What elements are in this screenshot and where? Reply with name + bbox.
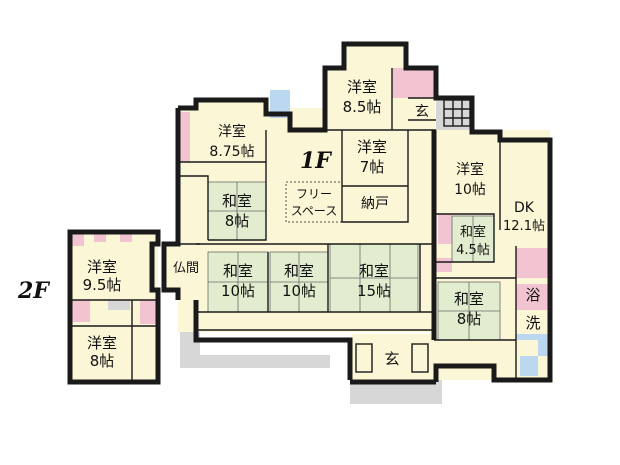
floor-labels: 2F 1F [17, 148, 332, 304]
room-washitsu-10a-size: 10帖 [221, 282, 255, 300]
room-washitsu-10a-name: 和室 [223, 262, 253, 280]
room-dk-size: 12.1帖 [503, 219, 545, 234]
room-washitsu-15-name: 和室 [359, 262, 389, 280]
room-yoshitsu-10-name: 洋室 [456, 161, 484, 178]
room-yoshitsu-85-size: 8.5帖 [343, 98, 382, 116]
walls-1f [161, 41, 553, 385]
room-washitsu-10b-name: 和室 [284, 262, 314, 280]
room-yoshitsu-95-size: 9.5帖 [83, 276, 122, 294]
room-dk-name: DK [514, 200, 535, 216]
room-washitsu-45-size: 4.5帖 [456, 243, 490, 258]
room-genkan-bottom: 玄 [384, 350, 399, 368]
room-washitsu-8b-name: 和室 [454, 290, 484, 308]
room-yoshitsu-95-name: 洋室 [87, 258, 117, 276]
room-free-space-line1: フリー [296, 187, 332, 201]
room-washitsu-15-size: 15帖 [357, 282, 391, 300]
tatami-rooms [207, 181, 501, 341]
room-yoshitsu-8-size: 8帖 [90, 352, 115, 370]
stair-grid [355, 99, 471, 373]
room-yoshitsu-875-size: 8.75帖 [209, 144, 254, 160]
room-nando: 納戸 [361, 196, 389, 212]
floor-2f [67, 229, 161, 385]
room-washitsu-10b-size: 10帖 [282, 282, 316, 300]
room-free-space-line2: スペース [291, 204, 338, 218]
room-yoshitsu-85-name: 洋室 [347, 78, 377, 96]
room-washitsu-45-name: 和室 [460, 224, 486, 240]
room-yoshitsu-7-name: 洋室 [357, 138, 387, 156]
room-sen: 洗 [525, 314, 540, 332]
room-yoshitsu-8-name: 洋室 [87, 334, 117, 352]
floor-label-2f: 2F [17, 278, 50, 304]
room-genkan-top: 玄 [415, 103, 429, 120]
room-yoshitsu-7-size: 7帖 [360, 158, 385, 176]
room-washitsu-8a-name: 和室 [222, 192, 252, 210]
room-washitsu-8b-size: 8帖 [457, 310, 482, 328]
room-butsuma: 仏間 [173, 261, 199, 276]
room-labels: 洋室 9.5帖 洋室 8帖 洋室 8.75帖 洋室 8.5帖 玄 洋室 7帖 フ… [83, 78, 545, 370]
room-yoku: 浴 [525, 286, 540, 304]
room-yoshitsu-10-size: 10帖 [454, 182, 486, 198]
floor-label-1f: 1F [300, 148, 332, 174]
room-yoshitsu-875-name: 洋室 [218, 123, 246, 140]
room-washitsu-8a-size: 8帖 [225, 212, 250, 230]
